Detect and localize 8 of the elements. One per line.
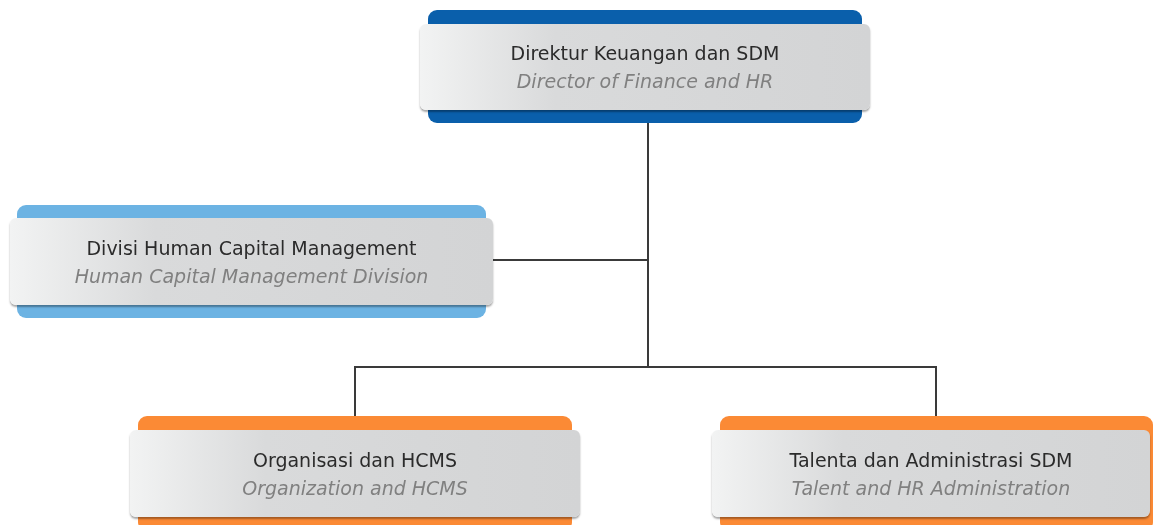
position-subtitle: Human Capital Management Division — [74, 264, 429, 287]
position-title: Divisi Human Capital Management — [86, 236, 417, 259]
position-title: Talenta dan Administrasi SDM — [789, 448, 1073, 471]
position-title: Direktur Keuangan dan SDM — [510, 42, 780, 64]
position-subtitle: Director of Finance and HR — [516, 70, 774, 92]
position-subtitle: Talent and HR Administration — [791, 476, 1071, 499]
position-subtitle: Organization and HCMS — [242, 476, 468, 499]
position-title: Organisasi dan HCMS — [253, 448, 457, 471]
